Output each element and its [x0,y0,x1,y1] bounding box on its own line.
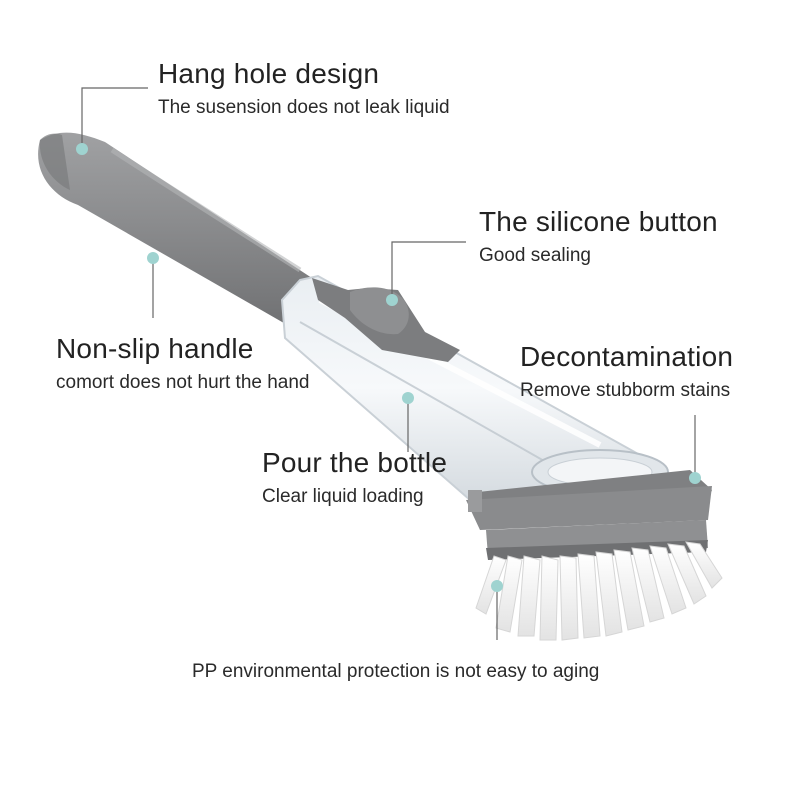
handle-title: Non-slip handle [56,333,254,364]
brush-handle [38,132,319,330]
callout-silicone-button: The silicone button Good sealing [479,206,718,266]
brush-head [466,470,712,560]
hang-hole-title: Hang hole design [158,58,380,89]
callout-bristles: PP environmental protection is not easy … [192,662,599,681]
brush-bristles [475,541,723,641]
dot-decontamination [689,472,701,484]
dot-handle [147,252,159,264]
callout-hang-hole: Hang hole design The susension does not … [158,58,450,118]
silicone-button-title: The silicone button [479,206,718,237]
leader-lines [81,87,696,640]
bristles-subtitle: PP environmental protection is not easy … [192,661,600,682]
handle-subtitle: comort does not hurt the hand [56,372,310,393]
bottle-subtitle: Clear liquid loading [262,486,424,507]
leader-hang-hole [81,87,148,148]
callout-decontamination: Decontamination Remove stubborm stains [520,341,734,401]
decontamination-subtitle: Remove stubborm stains [520,380,731,401]
silicone-button-subtitle: Good sealing [479,245,591,266]
hang-hole-subtitle: The susension does not leak liquid [158,97,450,118]
leader-silicone-button [391,241,466,300]
bottle-title: Pour the bottle [262,447,448,478]
dot-bottle [402,392,414,404]
decontamination-title: Decontamination [520,341,734,372]
callout-bottle: Pour the bottle Clear liquid loading [262,447,448,507]
marker-dots [76,143,701,592]
dot-hang-hole [76,143,88,155]
dot-bristles [491,580,503,592]
callout-handle: Non-slip handle comort does not hurt the… [56,333,310,393]
dot-silicone-button [386,294,398,306]
